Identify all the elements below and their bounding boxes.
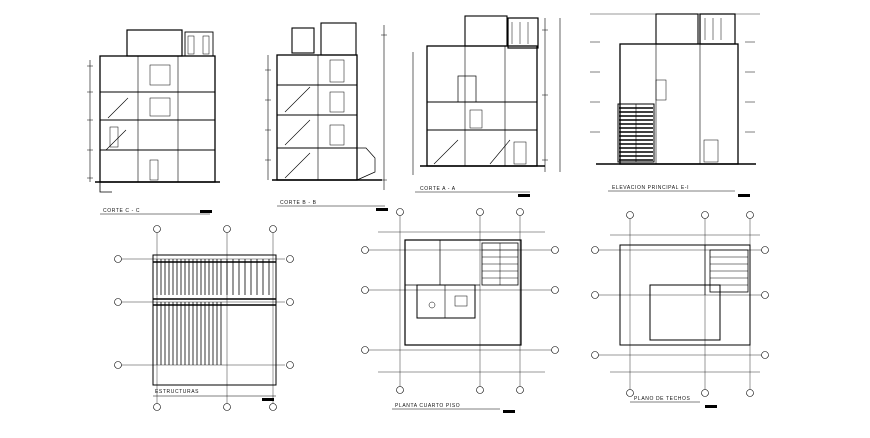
section-b-b-drawing bbox=[265, 22, 387, 190]
structure-grid-bubbles bbox=[114, 225, 294, 411]
floor-plan-caption: PLANTA CUARTO PISO bbox=[395, 403, 460, 409]
scale-bar bbox=[200, 210, 212, 213]
roof-plan-grid-bubbles bbox=[591, 211, 769, 397]
scale-bar bbox=[705, 405, 717, 408]
roof-plan-drawing bbox=[595, 215, 765, 393]
roof-plan-caption: PLANO DE TECHOS bbox=[634, 396, 690, 402]
structure-plan-caption: ESTRUCTURAS bbox=[155, 389, 199, 395]
section-c-c-drawing bbox=[87, 29, 220, 193]
elevation-caption: ELEVACION PRINCIPAL E-I bbox=[612, 185, 689, 191]
section-b-b-caption: CORTE B - B bbox=[280, 200, 317, 206]
front-elevation-drawing bbox=[590, 13, 760, 165]
joist-hatching bbox=[153, 259, 276, 365]
structure-plan-drawing bbox=[118, 232, 285, 405]
scale-bar bbox=[518, 194, 530, 197]
scale-bar bbox=[262, 398, 274, 401]
scale-bar bbox=[376, 208, 388, 211]
section-a-a-drawing bbox=[412, 15, 561, 175]
scale-bar bbox=[503, 410, 515, 413]
section-a-a-caption: CORTE A - A bbox=[420, 186, 456, 192]
floor-plan-drawing bbox=[365, 212, 555, 390]
section-c-c-caption: CORTE C - C bbox=[103, 208, 140, 214]
garage-door-shading bbox=[619, 107, 653, 161]
floor-plan-grid-bubbles bbox=[361, 208, 559, 394]
scale-bar bbox=[738, 194, 750, 197]
